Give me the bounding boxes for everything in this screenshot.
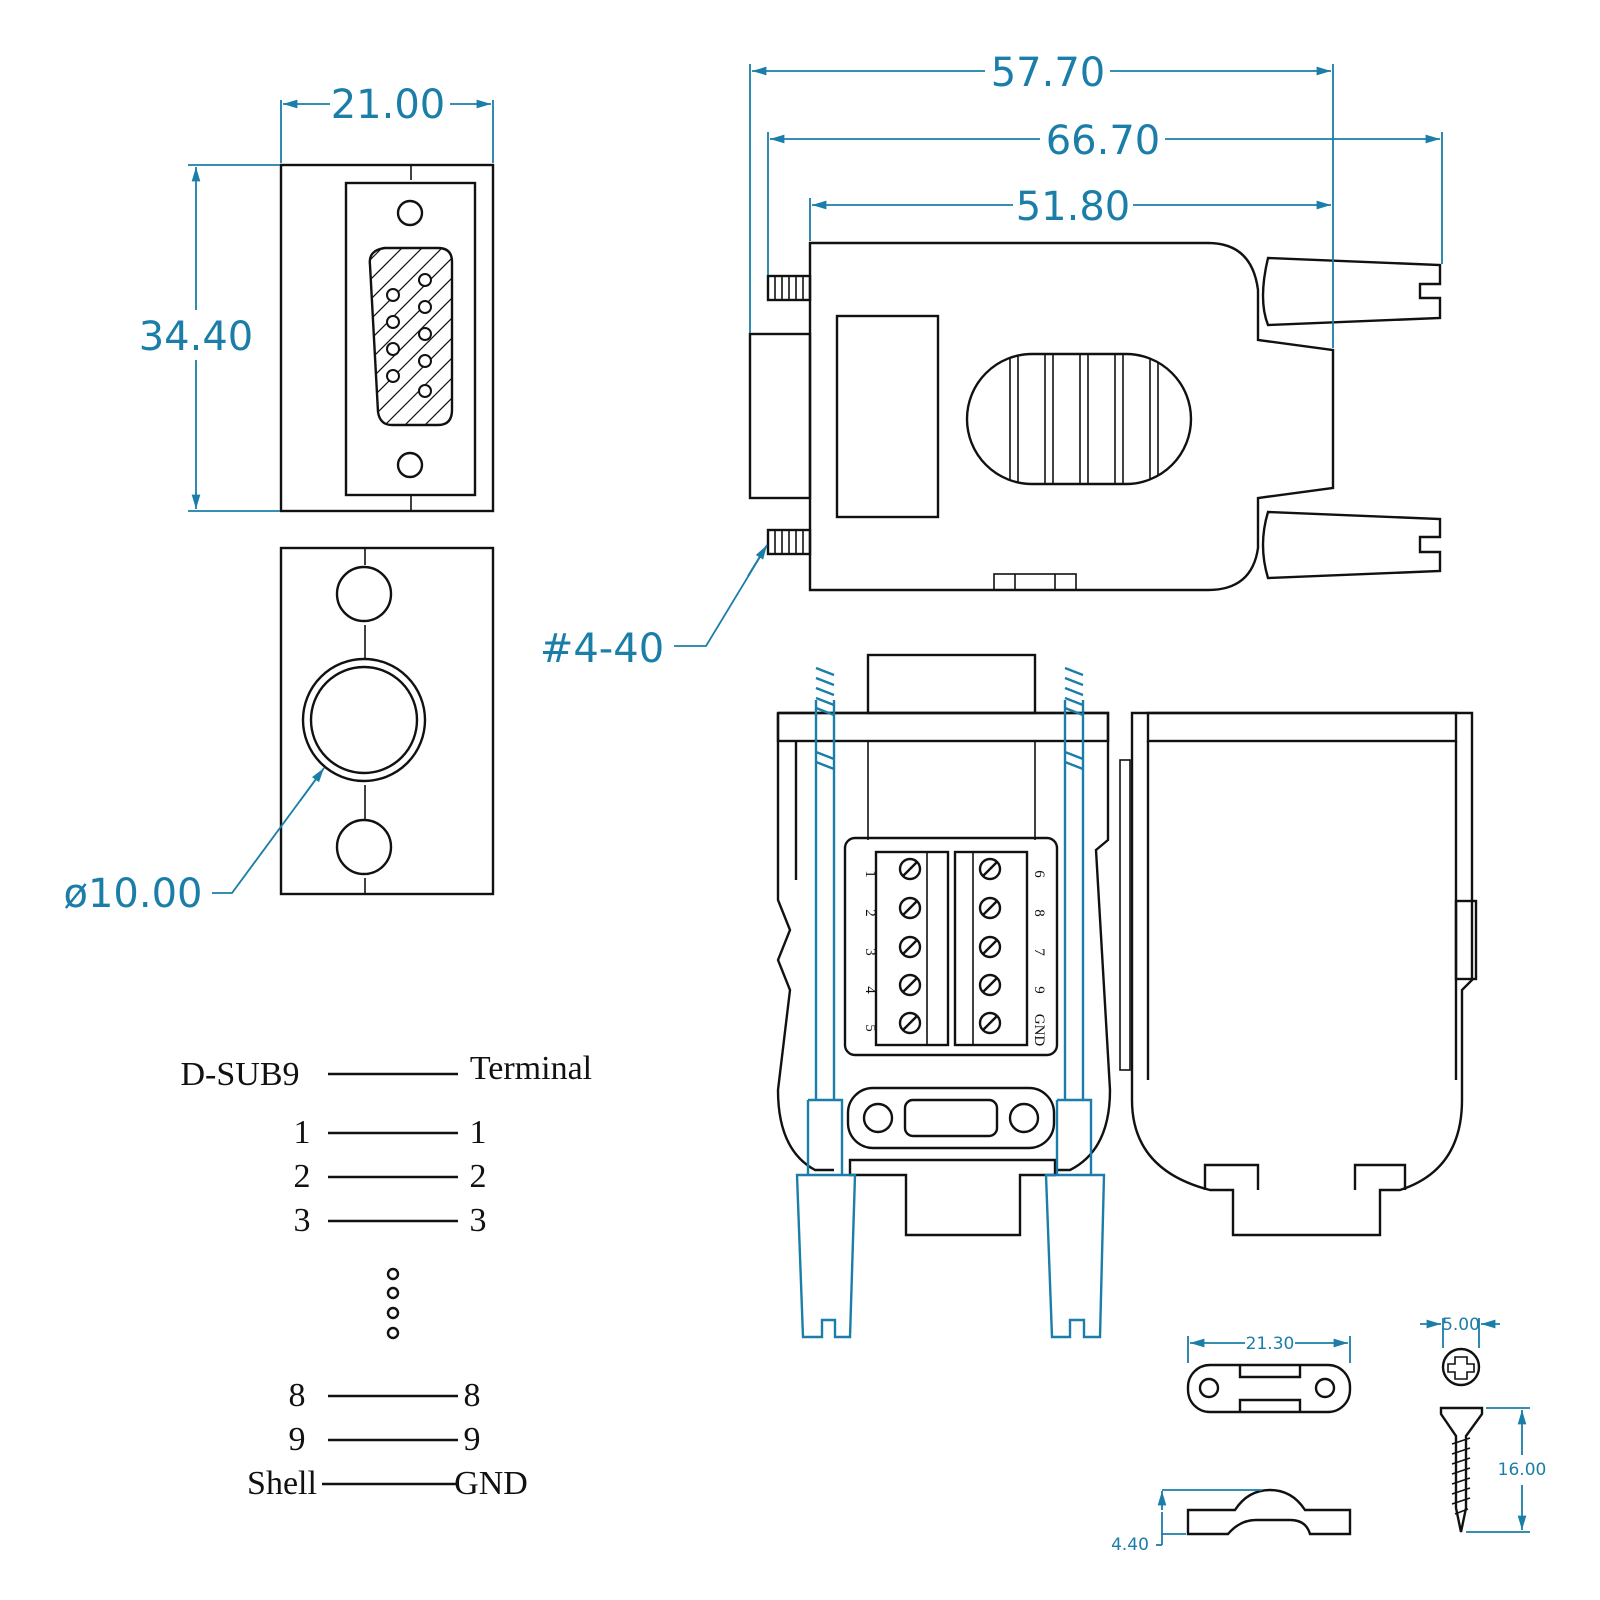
clamp-detail: 21.30 4.40 (1111, 1334, 1352, 1555)
ellipsis-dots (386, 1267, 400, 1340)
pin-map-row1-right: 1 (470, 1114, 487, 1151)
mount-hole-top (396, 199, 424, 227)
screw-detail: 5.00 16.00 (1420, 1315, 1547, 1533)
dim-hole-diameter: ø10.00 (64, 871, 203, 917)
mount-hole-bottom (396, 451, 424, 479)
term-label-9: 9 (1031, 986, 1047, 994)
label-window (835, 314, 940, 519)
dim-front-height: 34.40 (139, 314, 254, 360)
dim-clamp-height: 4.40 (1111, 1535, 1149, 1555)
pin-map-row1-left: 1 (294, 1114, 311, 1151)
grip-oval (965, 352, 1193, 486)
term-label-5: 5 (862, 1024, 878, 1032)
pin-map-row3-right: 3 (470, 1202, 487, 1239)
long-screw-right (1044, 666, 1106, 1339)
dsub-shell (368, 246, 454, 427)
cable-hole-outer (301, 657, 427, 783)
term-label-2: 2 (862, 909, 878, 917)
cover-shell (1130, 711, 1474, 1237)
term-label-8: 8 (1031, 909, 1047, 917)
pin-map-row3-left: 3 (294, 1202, 311, 1239)
dim-overall-66: 66.70 (1046, 118, 1161, 164)
long-screw-left (795, 666, 857, 1339)
pin-map-row9-left: 9 (289, 1421, 306, 1458)
cable-hole-inner (309, 665, 419, 775)
dim-overall-57: 57.70 (991, 50, 1106, 96)
dim-thread: #4-40 (540, 626, 664, 672)
term-label-4: 4 (862, 986, 878, 994)
clamp-side (1186, 1488, 1352, 1536)
terminal-frame (843, 836, 1059, 1057)
dim-screw-length: 16.00 (1498, 1460, 1547, 1480)
dsub-hatch (369, 248, 452, 425)
side-view: #4-40 57.70 66.70 51.80 (540, 50, 1443, 672)
dim-overall-51: 51.80 (1016, 184, 1131, 230)
terminal-labels-right: 6 8 7 9 GND (1031, 870, 1047, 1046)
side-body (808, 241, 1335, 592)
terminal-block-right (953, 850, 1029, 1047)
left-shell (776, 711, 1112, 1172)
term-label-gnd: GND (1031, 1014, 1047, 1047)
dim-clamp-width: 21.30 (1246, 1334, 1295, 1354)
rear-view: ø10.00 (64, 546, 495, 917)
dim-front-width: 21.00 (331, 82, 446, 128)
screw-side (1439, 1406, 1484, 1533)
pin-map-header-right: Terminal (470, 1050, 592, 1087)
terminal-block-left (874, 850, 950, 1047)
pin-map-row2-left: 2 (294, 1158, 311, 1195)
pin-map-row2-right: 2 (470, 1158, 487, 1195)
pin-map-row8-left: 8 (289, 1377, 306, 1414)
strain-relief-bottom (1261, 510, 1442, 580)
term-label-7: 7 (1031, 948, 1047, 956)
open-housing-view: 1 2 3 4 5 6 8 7 9 GND (776, 653, 1478, 1339)
strain-relief-top (1261, 256, 1442, 327)
pin-map-row9-right: 9 (464, 1421, 481, 1458)
terminal-labels-left: 1 2 3 4 5 (862, 870, 878, 1032)
dim-screw-head: 5.00 (1442, 1315, 1480, 1335)
front-view: 21.00 34.40 (139, 82, 495, 513)
dsub-pins (386, 273, 432, 398)
pin-map-shell-left: Shell (247, 1465, 317, 1502)
dsub-plug-side (748, 332, 812, 500)
term-label-6: 6 (1031, 870, 1047, 878)
terminal-screws (898, 857, 1002, 1035)
term-label-3: 3 (862, 948, 878, 956)
pin-map-row8-right: 8 (464, 1377, 481, 1414)
pin-map-header-left: D-SUB9 (180, 1056, 299, 1093)
clamp-in-housing (846, 1086, 1056, 1150)
pin-map-shell-right: GND (454, 1465, 528, 1502)
pin-map: D-SUB9 Terminal 1 1 2 2 3 3 8 8 9 9 Shel… (180, 1050, 592, 1502)
screw-head-top (1441, 1347, 1481, 1387)
term-label-1: 1 (862, 870, 878, 878)
